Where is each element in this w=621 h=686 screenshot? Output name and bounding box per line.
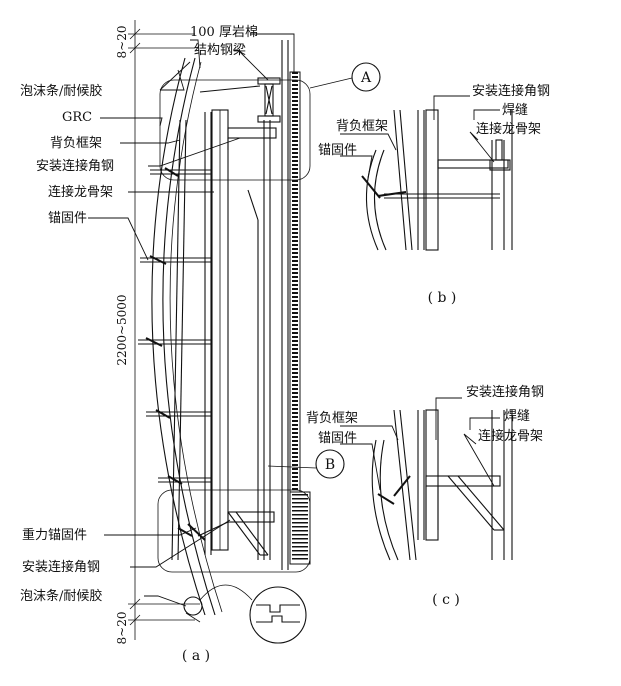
callout-b-label: B (325, 457, 335, 473)
detail-b-weld: 焊缝 (502, 102, 528, 118)
joint-detail (183, 584, 307, 644)
label-keel: 连接龙骨架 (48, 184, 113, 200)
rock-wool-insulation (289, 71, 301, 563)
detail-b-back-frame: 背负框架 (336, 119, 388, 134)
detail-b: 安装连接角钢 焊缝 连接龙骨架 背负框架 锚固件 ( b ) (318, 83, 550, 306)
label-steel-beam: 结构钢梁 (194, 43, 246, 58)
dim-top-gap: 8~20 (115, 26, 129, 59)
detail-region-b (157, 489, 311, 573)
caption-b: ( b ) (428, 290, 457, 306)
wall-structure (247, 40, 289, 570)
dim-height: 2200~5000 (115, 294, 129, 365)
label-foam-sealant-top: 泡沫条/耐候胶 (20, 83, 102, 99)
caption-c: ( c ) (432, 592, 460, 608)
detail-region-a (159, 79, 311, 181)
detail-c: 安装连接角钢 焊缝 连接龙骨架 背负框架 锚固件 ( c ) (306, 384, 544, 608)
callout-b: B (267, 449, 345, 479)
detail-b-keel: 连接龙骨架 (476, 121, 541, 137)
callout-a-label: A (360, 70, 372, 86)
detail-c-weld: 焊缝 (504, 408, 530, 424)
label-grc: GRC (62, 110, 92, 125)
detail-c-anchor: 锚固件 (318, 431, 357, 446)
dimension-line (128, 20, 200, 640)
label-rock-wool: 100 厚岩棉 (190, 25, 258, 40)
leader-lines (88, 33, 295, 607)
detail-b-install-angle: 安装连接角钢 (472, 83, 550, 99)
top-connection (199, 77, 281, 150)
callout-a: A (309, 62, 381, 92)
label-gravity-anchor: 重力锚固件 (22, 527, 87, 543)
bottom-connection (187, 511, 275, 556)
main-section: A B 泡沫条/耐候胶 GRC 背负框架 安装连接角钢 (20, 20, 381, 664)
caption-a: ( a ) (182, 648, 210, 664)
label-anchor: 锚固件 (48, 211, 87, 226)
detail-c-keel: 连接龙骨架 (478, 428, 543, 444)
horizontal-ribs (138, 169, 212, 483)
anchors (145, 167, 193, 537)
detail-b-anchor: 锚固件 (318, 143, 357, 158)
bottom-concrete (289, 491, 311, 565)
keel-frame (211, 109, 229, 551)
label-install-angle: 安装连接角钢 (36, 158, 114, 174)
dim-bottom-gap: 8~20 (115, 612, 129, 645)
label-foam-sealant-bottom: 泡沫条/耐候胶 (20, 588, 102, 604)
detail-c-install-angle: 安装连接角钢 (466, 384, 544, 400)
label-back-frame: 背负框架 (50, 136, 102, 151)
detail-c-back-frame: 背负框架 (306, 411, 358, 426)
label-install-angle-bottom: 安装连接角钢 (22, 559, 100, 575)
